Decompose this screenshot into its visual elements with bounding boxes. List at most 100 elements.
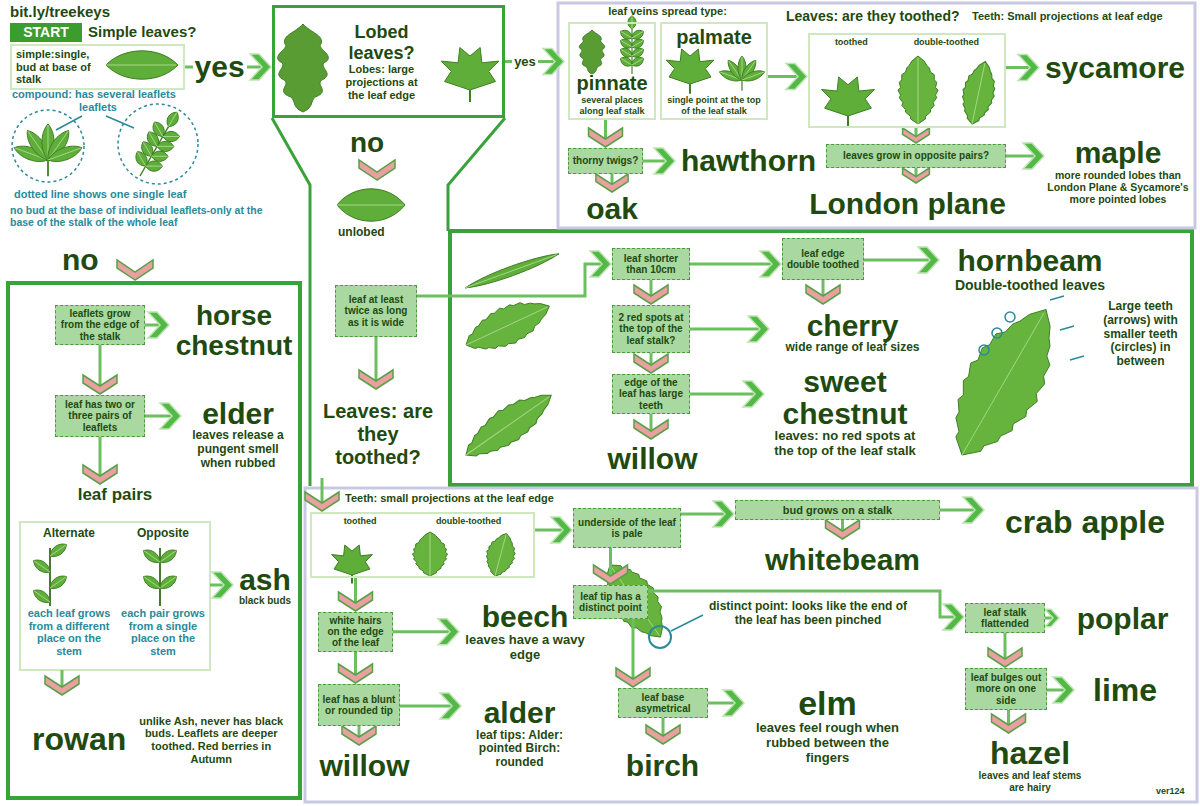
chevron-arrowhead bbox=[1023, 143, 1044, 169]
node-note: Alternate bbox=[24, 527, 114, 541]
tree-name: elmleaves feel rough when rubbed between… bbox=[745, 680, 910, 772]
maple-leaf bbox=[441, 48, 499, 102]
connector bbox=[210, 572, 233, 598]
chevron-arrowhead bbox=[903, 168, 930, 183]
connector bbox=[634, 353, 668, 373]
connector bbox=[83, 437, 117, 484]
chevron-arrowhead bbox=[45, 676, 79, 695]
compound-leaf bbox=[125, 104, 191, 185]
chevron bbox=[117, 260, 153, 280]
chevron-arrowhead bbox=[646, 725, 680, 744]
connector-line bbox=[632, 619, 635, 679]
connector-line bbox=[643, 160, 666, 163]
tree-name: cherrywide range of leaf sizes bbox=[770, 305, 935, 360]
toothed-leaf bbox=[821, 77, 874, 127]
connector bbox=[305, 478, 339, 511]
connector-line bbox=[145, 415, 172, 418]
panel-outline bbox=[450, 231, 1192, 485]
connector bbox=[594, 548, 628, 584]
node-title: Leaves: are they toothed? bbox=[318, 400, 438, 469]
connector-line bbox=[417, 264, 602, 296]
tree-name: willow bbox=[312, 746, 417, 786]
group-box: leaf veins spread type:pinnateseveral pl… bbox=[565, 5, 770, 123]
node-title: ash bbox=[236, 564, 294, 596]
palmate-leaf bbox=[718, 56, 766, 91]
pinnate-leaf bbox=[619, 16, 646, 74]
connector bbox=[1006, 55, 1039, 81]
decision-box: leaf tip has a distinct point bbox=[573, 585, 648, 619]
tree-name: hornbeamDouble-toothed leaves bbox=[940, 240, 1120, 298]
hornbeam-leaf bbox=[929, 290, 1080, 474]
chevron-arrowhead bbox=[634, 354, 668, 373]
node-title: leaf pairs bbox=[20, 485, 210, 505]
connector bbox=[1047, 677, 1074, 703]
connector bbox=[145, 403, 181, 429]
pinnate-leaf bbox=[579, 30, 604, 74]
node-title: sweet chestnut bbox=[767, 366, 923, 429]
decision-box: leaves grow in opposite pairs? bbox=[826, 144, 1006, 168]
chevron-arrowhead bbox=[1045, 609, 1059, 626]
chevron-arrowhead bbox=[83, 375, 117, 394]
node-title: leaves grow in opposite pairs? bbox=[830, 150, 1002, 161]
connector bbox=[903, 168, 930, 183]
connector-line bbox=[354, 652, 357, 675]
node-title: bud grows on a stalk bbox=[739, 504, 936, 516]
connector bbox=[339, 652, 373, 683]
note-label: unlobed bbox=[338, 226, 418, 240]
chevron-arrowhead bbox=[992, 714, 1026, 733]
connector bbox=[1006, 143, 1044, 169]
connector-line bbox=[393, 630, 450, 633]
note-label: Teeth: Small projections at leaf edge bbox=[972, 10, 1192, 23]
panel-outline bbox=[558, 3, 1195, 228]
connector-line bbox=[358, 726, 361, 737]
node-title: maple bbox=[1047, 137, 1189, 169]
connector bbox=[634, 414, 668, 439]
node-title: leaf edge double toothed bbox=[786, 248, 860, 270]
connector-line bbox=[690, 328, 760, 331]
chevron-arrowhead bbox=[1053, 677, 1074, 703]
connector bbox=[393, 619, 459, 645]
connector-line bbox=[1004, 633, 1007, 659]
connector bbox=[400, 693, 461, 719]
node-note: leaves feel rough when rubbed between th… bbox=[747, 721, 908, 766]
stem-drawings bbox=[31, 541, 179, 606]
tree-name: alderleaf tips: Alder: pointed Birch: ro… bbox=[462, 686, 577, 781]
tree-name: birch bbox=[615, 745, 710, 787]
tree-name: sweet chestnutleaves: no red spots at th… bbox=[765, 366, 925, 459]
chevron-arrowhead bbox=[359, 370, 393, 389]
note-label: leaflets bbox=[68, 101, 128, 114]
node-note: leaves have a wavy edge bbox=[462, 633, 588, 663]
vein-box: palmatesingle point at the top of the le… bbox=[660, 22, 768, 120]
node-note: leaves release a pungent smell when rubb… bbox=[184, 429, 292, 470]
decision-box: white hairs on the edge of the leaf bbox=[318, 612, 393, 652]
connector-line bbox=[1047, 689, 1065, 692]
connector-line bbox=[400, 705, 452, 708]
connector bbox=[708, 690, 744, 716]
note-label: distinct point: looks like the end of th… bbox=[708, 600, 908, 628]
chevron-arrowhead bbox=[160, 403, 181, 429]
node-title: elder bbox=[184, 398, 292, 430]
chevron-arrowhead bbox=[590, 251, 611, 277]
chevron-arrowhead bbox=[440, 693, 461, 719]
node-title: London plane bbox=[802, 188, 1013, 220]
chevron-arrowhead bbox=[543, 49, 564, 75]
leader-line bbox=[671, 615, 703, 631]
connector-line bbox=[690, 263, 772, 266]
connector bbox=[45, 670, 79, 695]
tree-name: horse chestnut bbox=[170, 298, 298, 363]
connector bbox=[988, 633, 1022, 667]
decision-box: leaf has two or three pairs of leaflets bbox=[55, 395, 145, 437]
connector bbox=[339, 578, 373, 611]
leader-line bbox=[56, 116, 134, 130]
chevron bbox=[359, 160, 395, 180]
decision-box: leaf base asymetrical bbox=[618, 688, 708, 718]
connector bbox=[903, 128, 930, 143]
tree-name: whitebeam bbox=[755, 540, 930, 580]
connector-line bbox=[1006, 155, 1035, 158]
connector-line bbox=[99, 345, 102, 386]
connector-line bbox=[99, 437, 102, 476]
chevron-arrowhead bbox=[988, 648, 1022, 667]
connector-line bbox=[61, 670, 64, 687]
note-label: ver124 bbox=[1156, 786, 1196, 796]
toothed-leaf bbox=[956, 58, 1001, 127]
